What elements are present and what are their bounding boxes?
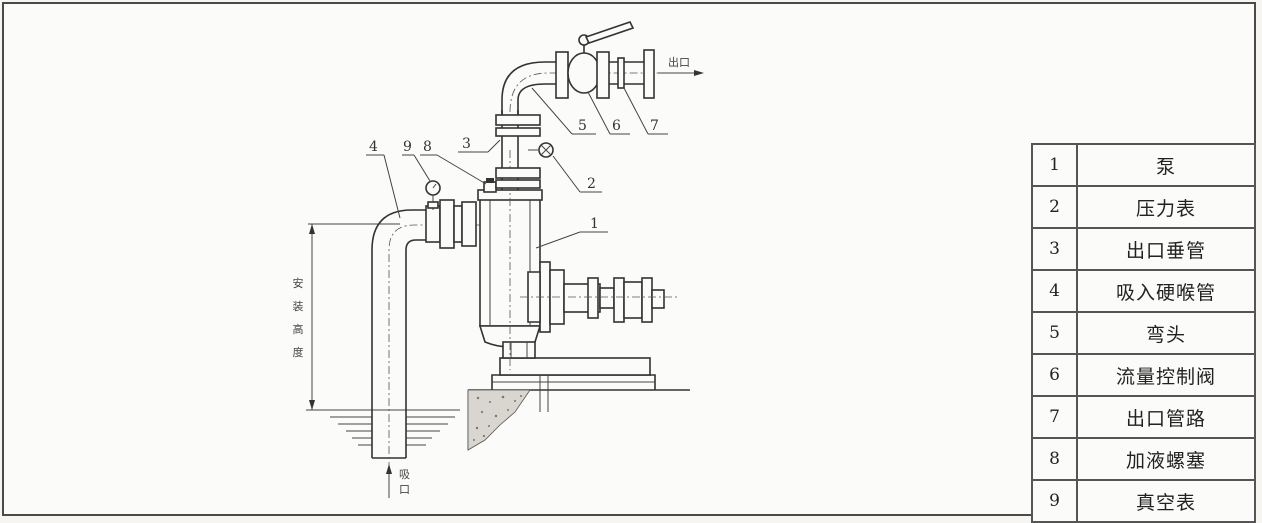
legend-part-name: 真空表 [1076,479,1256,523]
outlet-elbow-and-valve: 出口 [501,21,704,115]
legend-number: 8 [1031,437,1078,481]
height-char-2: 装 [293,300,304,313]
installation-height-dimension: 安 装 高 度 [293,223,400,411]
suction-pipe: 吸 口 [371,199,480,498]
callout-7: 7 [650,118,659,134]
inlet-char-2: 口 [399,483,410,496]
legend-part-name: 压力表 [1076,185,1256,229]
legend-number: 1 [1031,143,1078,187]
legend-part-name: 出口垂管 [1076,227,1256,271]
height-char-1: 安 [293,276,304,290]
callout-1: 1 [590,216,599,232]
callout-2: 2 [587,176,596,192]
legend-part-name: 吸入硬喉管 [1076,269,1256,313]
height-char-4: 度 [293,345,304,359]
legend-part-name: 加液螺塞 [1076,437,1256,481]
legend-number: 2 [1031,185,1078,229]
height-char-3: 高 [293,322,304,336]
legend-number: 4 [1031,269,1078,313]
legend-number: 9 [1031,479,1078,523]
outlet-vertical-pipe [495,110,554,190]
legend-part-name: 泵 [1076,143,1256,187]
legend-number: 6 [1031,353,1078,397]
callout-8: 8 [423,139,432,155]
foundation [467,357,690,451]
callout-6: 6 [612,118,621,134]
vacuum-gauge [425,180,441,210]
callout-9: 9 [403,139,412,155]
water-surface [320,409,460,446]
callout-4: 4 [369,139,378,155]
callout-5: 5 [578,118,587,134]
legend-number: 7 [1031,395,1078,439]
inlet-char-1: 吸 [399,468,410,481]
legend-number: 3 [1031,227,1078,271]
legend-number: 5 [1031,311,1078,355]
legend-part-name: 流量控制阀 [1076,353,1256,397]
callouts: 1 2 3 4 5 6 7 8 9 [366,87,668,249]
outlet-label: 出口 [668,55,690,69]
legend-part-name: 弯头 [1076,311,1256,355]
legend-part-name: 出口管路 [1076,395,1256,439]
callout-3: 3 [462,136,471,152]
motor-assembly [520,261,680,333]
